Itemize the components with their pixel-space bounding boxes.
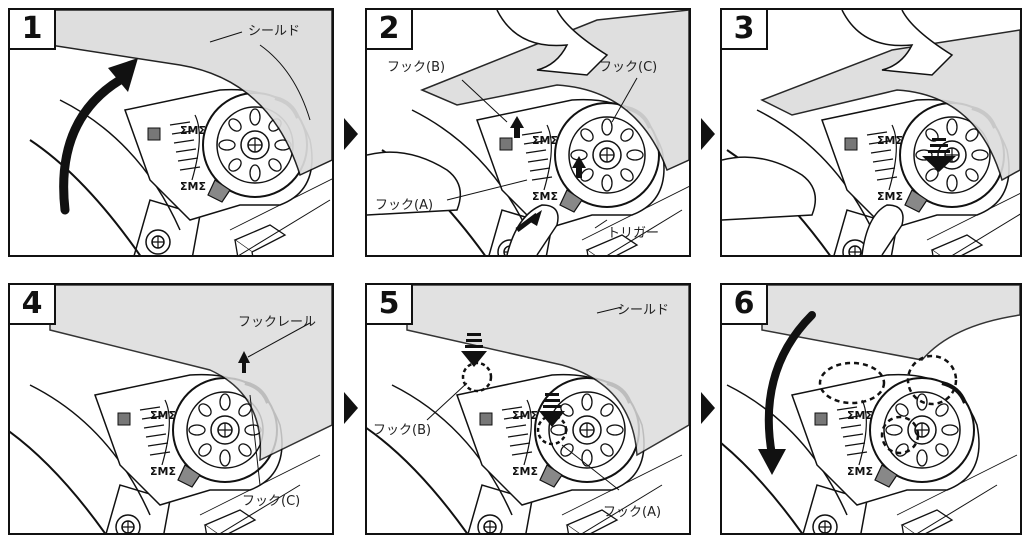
- step-1-illustration: [28, 10, 332, 255]
- step-5-illustration: [367, 285, 689, 533]
- step-panel-5: 5 シールド フック(B) フック(A): [365, 283, 691, 535]
- label-hook-c: フック(C): [242, 494, 301, 509]
- label-hook-b: フック(B): [387, 60, 446, 75]
- label-hook-b: フック(B): [373, 423, 432, 438]
- step-panel-4: 4 フックレール フック(C): [8, 283, 334, 535]
- label-shield: シールド: [248, 24, 301, 39]
- step-number: 1: [10, 10, 56, 50]
- step-number: 6: [722, 285, 768, 325]
- step-number: 3: [722, 10, 768, 50]
- step-number: 5: [367, 285, 413, 325]
- label-hook-rail: フックレール: [238, 315, 317, 330]
- label-hook-a: フック(A): [603, 505, 662, 520]
- step-panel-3: 3: [720, 8, 1022, 257]
- label-hook-c: フック(C): [599, 60, 658, 75]
- step-3-illustration: [722, 10, 1020, 255]
- step-panel-6: 6: [720, 283, 1022, 535]
- step-6-illustration: [722, 285, 1020, 533]
- next-step-arrow: [701, 392, 715, 424]
- rotate-up-arrow: [59, 75, 125, 215]
- step-number: 2: [367, 10, 413, 50]
- next-step-arrow: [701, 118, 715, 150]
- step-number: 4: [10, 285, 56, 325]
- step-2-illustration: [367, 10, 689, 255]
- step-panel-2: 2 フック(B) フック(C) フック(A) トリガー: [365, 8, 691, 257]
- step-panel-1: 1 シールド: [8, 8, 334, 257]
- label-hook-a: フック(A): [375, 198, 434, 213]
- label-trigger: トリガー: [607, 226, 660, 241]
- rotate-down-arrow: [764, 311, 816, 459]
- step-4-illustration: [10, 285, 332, 533]
- next-step-arrow: [344, 392, 358, 424]
- label-shield: シールド: [617, 303, 670, 318]
- next-step-arrow: [344, 118, 358, 150]
